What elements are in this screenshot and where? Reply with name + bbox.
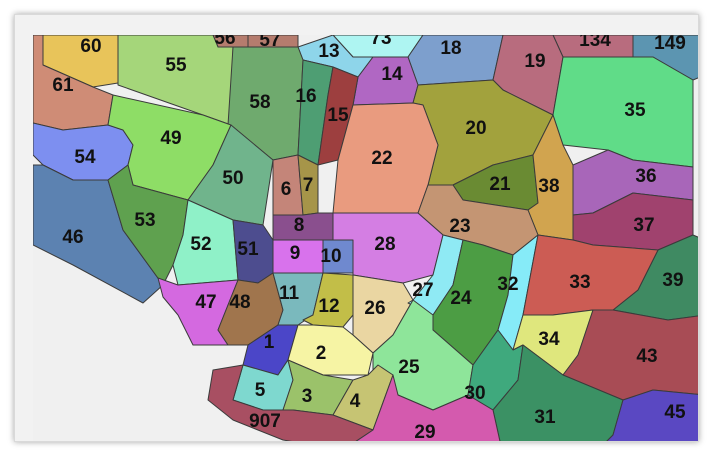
zone-label-5: 5 <box>255 380 266 401</box>
zone-label-14: 14 <box>381 64 403 85</box>
zone-label-15: 15 <box>327 105 349 126</box>
zone-label-24: 24 <box>450 288 472 309</box>
zone-45[interactable] <box>593 389 699 442</box>
map-frame: 60 56 57 73 134 149 55 61 13 18 19 58 16… <box>14 14 699 442</box>
zone-label-9: 9 <box>290 243 301 264</box>
zone-label-39: 39 <box>662 270 683 291</box>
zone-label-55: 55 <box>165 55 187 76</box>
zone-label-31: 31 <box>534 407 556 428</box>
district-map: 60 56 57 73 134 149 55 61 13 18 19 58 16… <box>33 35 699 442</box>
zone-label-26: 26 <box>364 298 385 319</box>
zone-label-38: 38 <box>538 176 559 197</box>
zone-labels: 60 56 57 73 134 149 55 61 13 18 19 58 16… <box>52 35 686 442</box>
zone-label-32: 32 <box>497 274 518 295</box>
zone-label-6: 6 <box>281 179 292 200</box>
zone-label-51: 51 <box>237 239 259 260</box>
zone-label-52: 52 <box>190 234 211 255</box>
zone-label-45: 45 <box>664 402 686 423</box>
zone-label-3: 3 <box>302 386 313 407</box>
zone-label-21: 21 <box>489 174 511 195</box>
zone-label-36: 36 <box>635 166 656 187</box>
zone-label-907: 907 <box>249 411 281 432</box>
zone-label-22: 22 <box>371 148 392 169</box>
zone-label-28: 28 <box>374 234 395 255</box>
zone-label-34: 34 <box>538 329 560 350</box>
zone-29[interactable] <box>343 374 503 442</box>
zone-label-33: 33 <box>569 272 590 293</box>
zone-label-49: 49 <box>160 128 181 149</box>
zone-label-58: 58 <box>249 92 270 113</box>
zone-label-27: 27 <box>412 280 433 301</box>
zone-label-10: 10 <box>320 246 341 267</box>
zone-label-61: 61 <box>52 75 74 96</box>
zone-label-13: 13 <box>318 41 339 62</box>
zone-label-54: 54 <box>74 147 96 168</box>
zone-label-53: 53 <box>134 210 155 231</box>
zone-label-56: 56 <box>214 35 235 49</box>
zone-label-2: 2 <box>316 343 327 364</box>
zone-label-48: 48 <box>229 292 250 313</box>
zone-label-73: 73 <box>370 35 391 49</box>
zone-label-18: 18 <box>440 38 461 59</box>
zone-label-46: 46 <box>62 227 83 248</box>
zone-label-30: 30 <box>464 383 485 404</box>
zone-label-134: 134 <box>579 35 611 51</box>
zone-label-29: 29 <box>414 422 435 442</box>
zone-label-1: 1 <box>264 332 275 353</box>
zone-label-19: 19 <box>524 51 545 72</box>
zone-label-57: 57 <box>259 35 280 51</box>
zone-label-23: 23 <box>449 216 470 237</box>
zone-label-4: 4 <box>350 391 361 412</box>
zone-label-12: 12 <box>318 296 339 317</box>
zone-907[interactable] <box>207 364 374 442</box>
zone-label-43: 43 <box>636 346 657 367</box>
zone-label-35: 35 <box>624 100 646 121</box>
zone-label-7: 7 <box>303 175 314 196</box>
zone-label-11: 11 <box>279 283 300 304</box>
zone-label-60: 60 <box>80 36 101 57</box>
zone-label-8: 8 <box>294 215 305 236</box>
zone-label-16: 16 <box>295 86 316 107</box>
zone-label-25: 25 <box>398 357 420 378</box>
zone-label-149: 149 <box>654 35 686 54</box>
zone-label-47: 47 <box>195 292 216 313</box>
zone-label-20: 20 <box>465 118 486 139</box>
zone-label-50: 50 <box>222 168 243 189</box>
zone-label-37: 37 <box>633 215 654 236</box>
